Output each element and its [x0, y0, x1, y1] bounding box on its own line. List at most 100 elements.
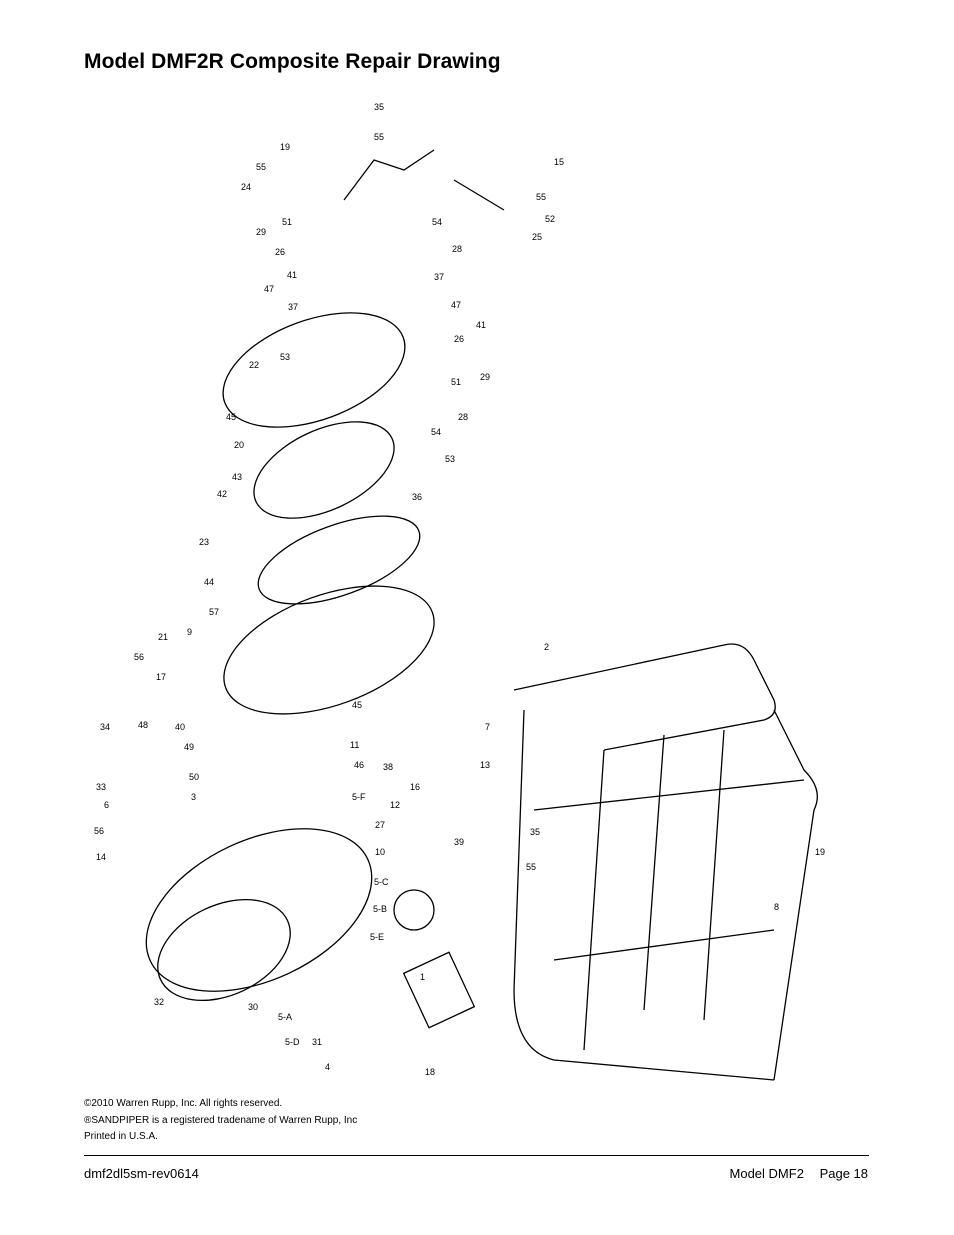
callout-labels: 35 55 19 55 24 15 55 52 25 51 54 28 29 2…	[94, 102, 825, 1077]
callout: 54	[431, 427, 441, 437]
callout: 10	[375, 847, 385, 857]
frame-left-rail	[513, 709, 775, 1081]
callout: 56	[134, 652, 144, 662]
callout: 1	[420, 972, 425, 982]
callout: 26	[275, 247, 285, 257]
callout: 19	[815, 847, 825, 857]
diaphragm-shape	[257, 515, 421, 605]
document-id: dmf2dl5sm-rev0614	[84, 1166, 199, 1181]
callout: 19	[280, 142, 290, 152]
callout: 51	[282, 217, 292, 227]
callout: 35	[530, 827, 540, 837]
page-info: Model DMF2 Page 18	[718, 1166, 868, 1181]
callout: 53	[445, 454, 455, 464]
callout: 4	[325, 1062, 330, 1072]
callout: 2	[544, 642, 549, 652]
callout: 56	[94, 826, 104, 836]
printed-line: Printed in U.S.A.	[84, 1131, 158, 1142]
callout: 16	[410, 782, 420, 792]
frame-top-rail	[513, 643, 776, 751]
callout: 5-E	[370, 932, 384, 942]
callout: 51	[451, 377, 461, 387]
callout: 52	[545, 214, 555, 224]
callout: 8	[774, 902, 779, 912]
callout: 47	[451, 300, 461, 310]
callout: 23	[199, 537, 209, 547]
callout: 5-F	[352, 792, 366, 802]
pump-base-shape	[145, 828, 373, 992]
callout: 43	[232, 472, 242, 482]
callout: 39	[454, 837, 464, 847]
callout: 30	[248, 1002, 258, 1012]
callout: 54	[432, 217, 442, 227]
callout: 17	[156, 672, 166, 682]
callout: 28	[458, 412, 468, 422]
outer-chamber-shape	[223, 585, 435, 715]
callout: 38	[383, 762, 393, 772]
callout: 35	[374, 102, 384, 112]
callout: 41	[476, 320, 486, 330]
callout: 22	[249, 360, 259, 370]
callout: 6	[104, 800, 109, 810]
callout: 55	[526, 862, 536, 872]
callout: 37	[288, 302, 298, 312]
callout: 7	[485, 722, 490, 732]
model-label: Model DMF2	[729, 1166, 804, 1181]
callout: 40	[175, 722, 185, 732]
callout: 29	[256, 227, 266, 237]
callout: 21	[158, 632, 168, 642]
callout: 45	[226, 412, 236, 422]
callout: 5-D	[285, 1037, 300, 1047]
page-title: Model DMF2R Composite Repair Drawing	[84, 50, 501, 73]
callout: 15	[554, 157, 564, 167]
callout: 20	[234, 440, 244, 450]
callout: 50	[189, 772, 199, 782]
callout: 45	[352, 700, 362, 710]
callout: 3	[191, 792, 196, 802]
callout: 32	[154, 997, 164, 1007]
callout: 18	[425, 1067, 435, 1077]
frame-right-rail	[773, 709, 818, 1081]
callout: 44	[204, 577, 214, 587]
callout: 27	[375, 820, 385, 830]
callout: 28	[452, 244, 462, 254]
exploded-parts-drawing: 35 55 19 55 24 15 55 52 25 51 54 28 29 2…	[84, 90, 870, 1090]
callout: 12	[390, 800, 400, 810]
air-chamber-shape	[253, 421, 395, 519]
callout: 14	[96, 852, 106, 862]
callout: 48	[138, 720, 148, 730]
manifold-shape	[222, 312, 406, 428]
callout: 33	[96, 782, 106, 792]
callout: 37	[434, 272, 444, 282]
callout: 41	[287, 270, 297, 280]
callout: 24	[241, 182, 251, 192]
callout: 29	[480, 372, 490, 382]
callout: 13	[480, 760, 490, 770]
callout: 47	[264, 284, 274, 294]
trademark-line: ®SANDPIPER is a registered tradename of …	[84, 1114, 358, 1126]
callout: 57	[209, 607, 219, 617]
callout: 42	[217, 489, 227, 499]
callout: 5-B	[373, 904, 387, 914]
callout: 25	[532, 232, 542, 242]
callout: 31	[312, 1037, 322, 1047]
air-valve-shape	[402, 951, 476, 1029]
callout: 5-C	[374, 877, 389, 887]
callout: 53	[280, 352, 290, 362]
copyright-block: ©2010 Warren Rupp, Inc. All rights reser…	[84, 1096, 357, 1146]
parts-diagram-svg: 35 55 19 55 24 15 55 52 25 51 54 28 29 2…	[94, 102, 825, 1081]
callout: 49	[184, 742, 194, 752]
callout: 55	[374, 132, 384, 142]
copyright-line: ©2010 Warren Rupp, Inc. All rights reser…	[84, 1098, 283, 1109]
callout: 5-A	[278, 1012, 292, 1022]
footer-divider	[84, 1155, 869, 1156]
callout: 55	[256, 162, 266, 172]
callout: 46	[354, 760, 364, 770]
callout: 36	[412, 492, 422, 502]
callout: 55	[536, 192, 546, 202]
callout: 26	[454, 334, 464, 344]
page-number: Page 18	[819, 1166, 868, 1181]
callout: 34	[100, 722, 110, 732]
callout: 11	[350, 740, 359, 750]
callout: 9	[187, 627, 192, 637]
